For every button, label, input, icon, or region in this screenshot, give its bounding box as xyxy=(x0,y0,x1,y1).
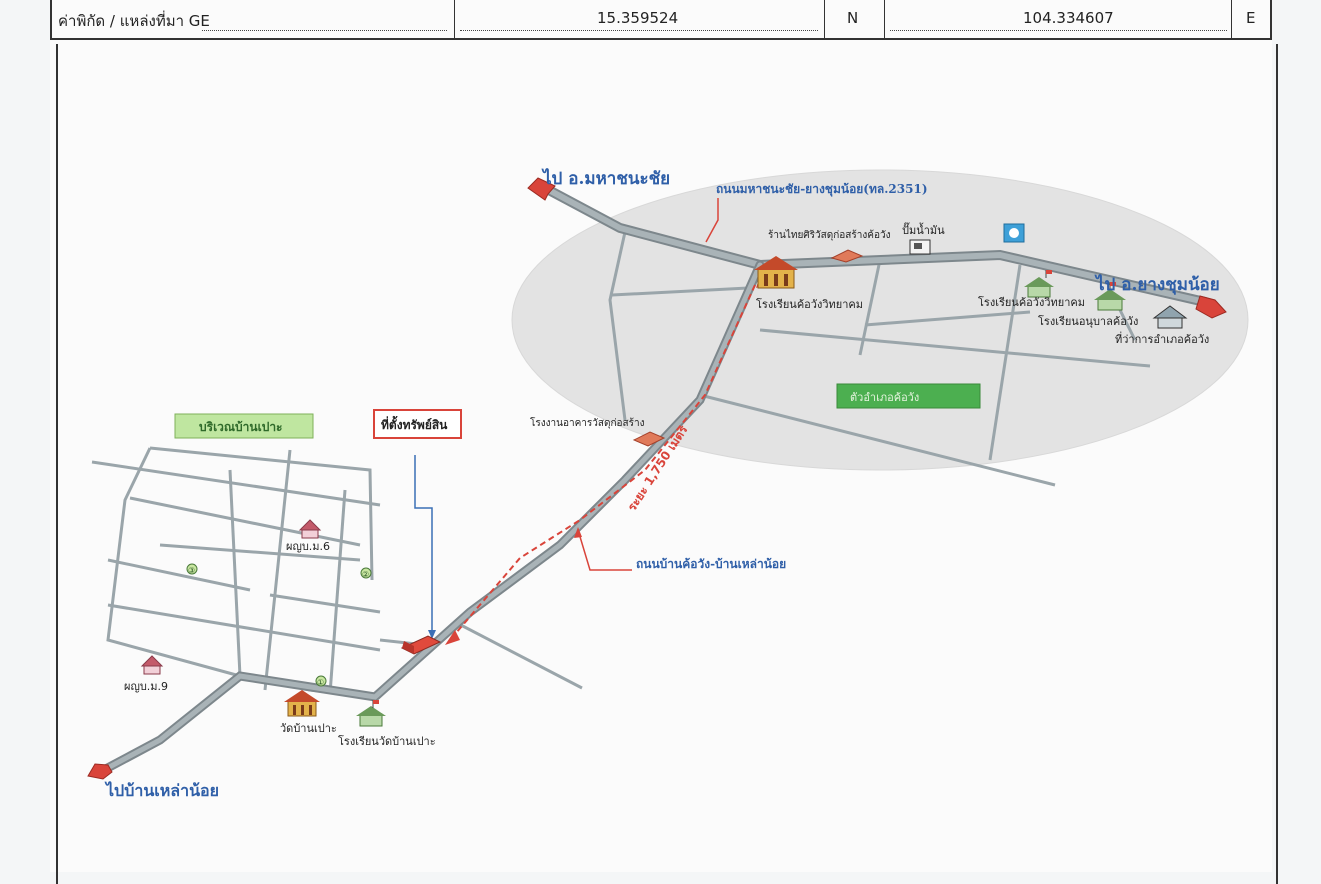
label-local-road: ถนนบ้านค้อวัง-บ้านเหล่าน้อย xyxy=(636,557,786,571)
label-gas-station: ปั๊มน้ำมัน xyxy=(902,222,945,237)
minor-roads xyxy=(91,231,1151,699)
longitude-cell: 104.334607 xyxy=(885,0,1232,38)
label-to-mahachana: ไป อ.มหาชนะชัย xyxy=(541,168,670,189)
property-building-icon xyxy=(400,635,442,655)
label-highway: ถนนมหาชนะชัย-ยางชุมน้อย(ทล.2351) xyxy=(716,182,928,197)
longitude-value: 104.334607 xyxy=(1023,9,1114,27)
property-pointer-head-icon xyxy=(428,630,436,639)
property-box xyxy=(373,409,462,439)
marker-3-icon xyxy=(186,563,198,575)
lon-direction: E xyxy=(1246,9,1256,27)
label-factory: โรงงานอาคารวัสดุก่อสร้าง xyxy=(530,416,645,429)
label-main-school: โรงเรียนค้อวังวิทยาคม xyxy=(756,297,863,311)
local-road-pointer xyxy=(577,529,632,571)
village-school-icon xyxy=(356,700,386,727)
arrow-baolao-icon xyxy=(87,763,113,780)
coord-label: ค่าพิกัด / แหล่งที่มา GE xyxy=(58,12,210,30)
label-headman-9: ผญบ.ม.9 xyxy=(124,680,168,693)
factory-icon xyxy=(632,431,666,447)
arrow-yangchum-icon xyxy=(1195,295,1227,319)
label-village-school: โรงเรียนวัดบ้านเปาะ xyxy=(338,734,436,748)
marker-3-label: ③ xyxy=(188,566,195,575)
label-to-yangchum: ไป อ.ยางชุมน้อย xyxy=(1094,274,1220,295)
marker-2-label: ② xyxy=(362,570,369,579)
main-roads xyxy=(95,183,1210,777)
village-area-box xyxy=(174,413,314,439)
district-badge-box xyxy=(836,383,981,409)
marker-1-icon xyxy=(315,675,327,687)
shop-icon xyxy=(830,249,864,263)
label-to-baolao: ไปบ้านเหล่าน้อย xyxy=(104,781,219,800)
main-school-icon xyxy=(754,256,798,289)
label-school: โรงเรียนค้อวังวิทยาคม xyxy=(978,295,1085,309)
temple-icon xyxy=(284,690,320,717)
local-road-pointer-head-icon xyxy=(574,527,582,538)
label-shop: ร้านไทยศิริวัสดุก่อสร้างค้อวัง xyxy=(768,229,891,241)
school-icon xyxy=(1024,270,1054,298)
lat-direction: N xyxy=(847,9,859,27)
kindergarten-icon xyxy=(1094,282,1126,311)
label-district-badge: ตัวอำเภอค้อวัง xyxy=(850,391,919,404)
marker-2-icon xyxy=(360,567,372,579)
headman-9-house-icon xyxy=(140,655,164,675)
headman-6-house-icon xyxy=(298,519,322,539)
arrow-mahachana-icon xyxy=(527,177,556,201)
map-frame xyxy=(56,44,1278,884)
district-office-icon xyxy=(1152,305,1188,329)
label-village-area: บริเวณบ้านเปาะ xyxy=(199,420,283,434)
marker-1-label: ① xyxy=(317,678,324,687)
latitude-value: 15.359524 xyxy=(597,9,679,27)
lat-dir-cell: N xyxy=(825,0,885,38)
label-headman-6: ผญบ.ม.6 xyxy=(286,540,330,553)
coordinate-header: ค่าพิกัด / แหล่งที่มา GE 15.359524 N 104… xyxy=(50,0,1272,40)
label-property: ที่ตั้งทรัพย์สิน xyxy=(381,415,448,432)
lon-dir-cell: E xyxy=(1232,0,1272,38)
distance-dashed-route xyxy=(449,284,756,641)
direction-arrows xyxy=(87,177,1227,780)
highway-pointer xyxy=(705,198,719,243)
property-pointer xyxy=(414,455,433,632)
distance-arrow-tail-icon xyxy=(445,630,460,645)
map-icons xyxy=(140,223,1188,727)
label-kindergarten: โรงเรียนอนุบาลค้อวัง xyxy=(1038,314,1138,328)
label-district-office: ที่ว่าการอำเภอค้อวัง xyxy=(1115,331,1209,346)
label-temple: วัดบ้านเปาะ xyxy=(280,722,337,735)
latitude-cell: 15.359524 xyxy=(455,0,825,38)
coord-label-cell: ค่าพิกัด / แหล่งที่มา GE xyxy=(52,0,455,38)
